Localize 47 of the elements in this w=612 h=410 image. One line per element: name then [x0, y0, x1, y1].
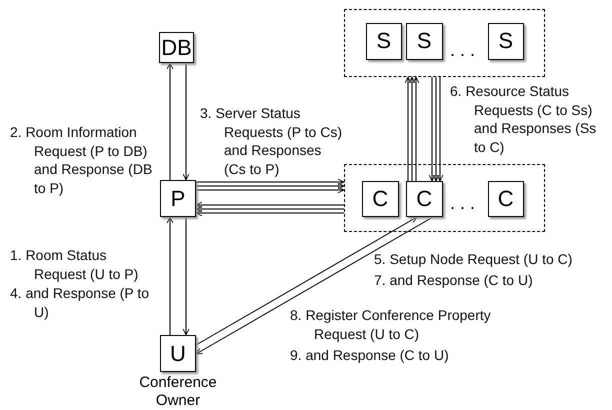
node-box	[159, 32, 194, 63]
node-label: C	[372, 188, 388, 210]
annotation-text: 7. and Response (C to U)	[374, 271, 534, 290]
node-box	[160, 180, 196, 217]
annotation-text: 8. Register Conference Property Request (U to C)	[290, 306, 492, 343]
arrow	[196, 178, 344, 186]
node-box	[406, 22, 443, 60]
arrow	[196, 202, 344, 208]
node-label: C	[498, 188, 514, 210]
node-label: C	[416, 188, 432, 210]
arrow	[196, 182, 344, 190]
node-box	[366, 22, 402, 60]
arrow	[182, 216, 190, 336]
annotation-text: 1. Room Status Request (U to P)	[10, 246, 140, 283]
annotation-text: 9. and Response (C to U)	[290, 346, 450, 364]
arrow	[182, 62, 190, 180]
arrow	[436, 76, 444, 182]
arrow	[412, 76, 420, 182]
caption-text: Conference Owner	[138, 374, 218, 410]
dashed-group-box	[344, 164, 545, 232]
arrow	[196, 186, 344, 194]
arrow	[408, 76, 416, 182]
ellipsis-text: . . .	[450, 193, 476, 214]
ellipsis-text: . . .	[450, 40, 476, 61]
node-label: S	[498, 30, 514, 52]
arrow	[428, 76, 436, 182]
annotation-text: 2. Room Information Request (P to DB) and Response (DB to P)	[10, 123, 154, 197]
node-label: U	[170, 342, 186, 364]
arrow	[196, 206, 344, 212]
node-label: DB	[161, 36, 192, 58]
annotation-text: 5. Setup Node Request (U to C)	[374, 250, 574, 268]
arrow	[432, 76, 440, 182]
annotation-text: 3. Server Status Requests (P to Cs) and Responses (Cs to P)	[200, 104, 344, 178]
arrow	[404, 76, 412, 182]
node-box	[406, 180, 443, 217]
node-label: S	[416, 30, 432, 52]
dashed-group-box	[344, 9, 545, 77]
node-label: S	[376, 30, 392, 52]
node-label: P	[170, 188, 186, 210]
annotation-text: 6. Resource Status Requests (C to Ss) and Responses (Ss to C)	[450, 82, 598, 156]
node-box	[488, 180, 524, 217]
node-box	[488, 22, 524, 60]
arrow	[196, 210, 344, 216]
arrow	[166, 216, 174, 336]
arrow	[166, 62, 174, 180]
node-box	[362, 180, 399, 217]
annotation-text: 4. and Response (P to U)	[10, 284, 150, 321]
